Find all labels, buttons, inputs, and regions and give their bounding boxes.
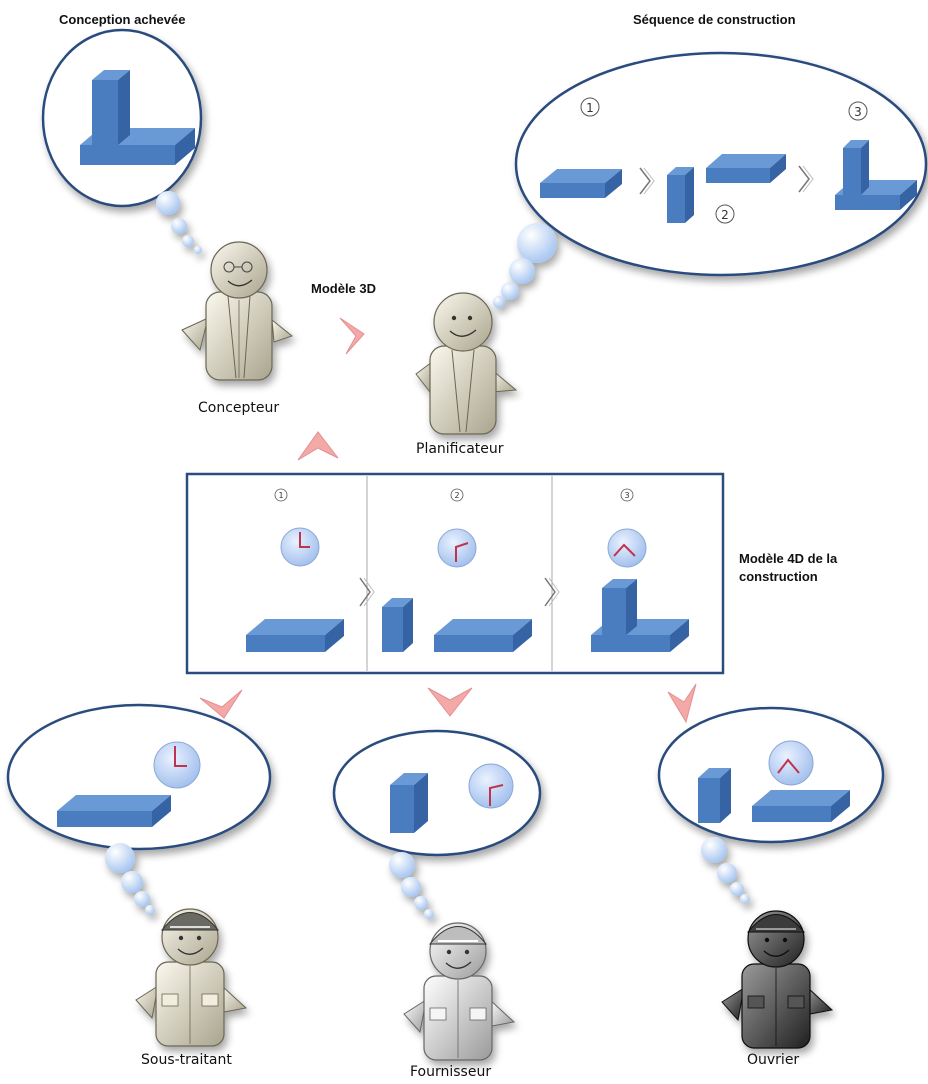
panel-step-badge: 3 [620, 488, 634, 502]
clock-icon [437, 528, 477, 568]
svg-text:2: 2 [721, 208, 729, 222]
chevron-arrow-icon [297, 431, 339, 461]
chevron-arrow-icon [199, 689, 243, 719]
block-icon [706, 154, 786, 183]
chevron-arrow-icon [544, 577, 560, 607]
clock-icon [153, 741, 201, 789]
label-planificateur: Planificateur [416, 441, 504, 457]
block-icon [591, 579, 689, 652]
block-icon [390, 773, 428, 833]
person-icon [415, 292, 518, 435]
block-icon [752, 790, 850, 822]
label-ouvrier: Ouvrier [747, 1052, 800, 1068]
panel-step-badge: 2 [450, 488, 464, 502]
panel-step-badge: 1 [274, 488, 288, 502]
svg-text:3: 3 [624, 491, 629, 500]
chevron-arrow-icon [427, 687, 473, 717]
chevron-arrow-icon [798, 165, 814, 193]
sequence-step-badge: 3 [848, 101, 868, 121]
svg-text:3: 3 [854, 105, 862, 119]
chevron-arrow-icon [639, 167, 655, 195]
label-sous-traitant: Sous-traitant [141, 1052, 232, 1068]
label-concepteur: Concepteur [198, 400, 280, 416]
block-icon [246, 619, 344, 652]
chevron-arrow-icon [339, 317, 365, 355]
chevron-arrow-icon [667, 683, 697, 724]
block-icon [434, 619, 532, 652]
label-fournisseur: Fournisseur [410, 1064, 492, 1080]
clock-icon [280, 527, 320, 567]
clock-icon [468, 763, 514, 809]
label-modele-3d: Modèle 3D [311, 281, 377, 296]
block-icon [698, 768, 731, 823]
svg-text:2: 2 [454, 491, 459, 500]
clock-icon [607, 528, 647, 568]
person-icon [721, 910, 834, 1049]
label-modele-4d: Modèle 4D de la construction [739, 551, 838, 584]
block-icon [382, 598, 413, 652]
clock-icon [768, 740, 814, 786]
thought-bubble-icon [332, 729, 542, 919]
block-icon [667, 167, 694, 223]
block-icon [835, 140, 917, 210]
person-icon [403, 922, 516, 1061]
svg-text:1: 1 [586, 101, 594, 115]
person-icon [135, 908, 248, 1047]
block-icon [540, 169, 622, 198]
person-icon [181, 241, 294, 381]
chevron-arrow-icon [359, 577, 375, 607]
svg-text:1: 1 [278, 491, 283, 500]
block-icon [92, 70, 130, 145]
label-conception-achevee: Conception achevée [59, 12, 186, 27]
block-icon [57, 795, 171, 827]
label-sequence-construction: Séquence de construction [633, 12, 796, 27]
sequence-step-badge: 1 [580, 97, 600, 117]
sequence-step-badge: 2 [715, 204, 735, 224]
